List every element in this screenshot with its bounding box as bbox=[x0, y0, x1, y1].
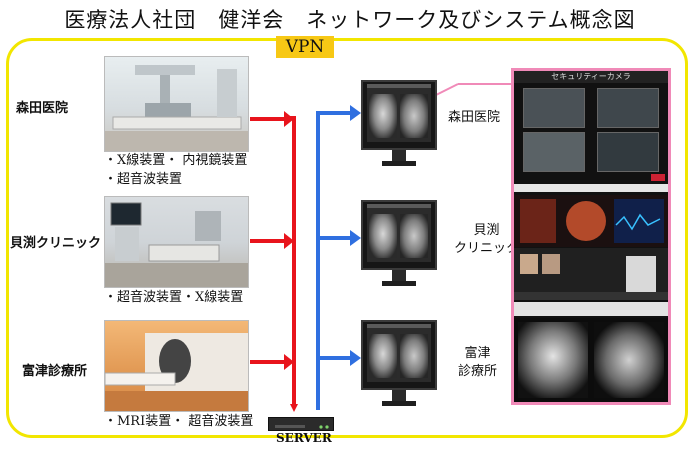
right-site-morita: 森田医院 bbox=[448, 110, 501, 125]
endoscope-views bbox=[520, 199, 664, 243]
monitor-kaibuchi bbox=[361, 200, 437, 270]
equipment-morita-2: ・超音波装置 bbox=[104, 172, 183, 187]
xray-equipment-illustration bbox=[105, 65, 248, 151]
server-label: SERVER bbox=[276, 431, 332, 445]
arrowhead-blue-1 bbox=[350, 105, 361, 121]
blue-arrows-distribution bbox=[316, 111, 352, 410]
monitor-stand bbox=[392, 390, 406, 402]
monitor-base bbox=[382, 161, 416, 166]
xray-viewer bbox=[514, 318, 668, 402]
site-name-morita: 森田医院 bbox=[16, 101, 69, 116]
site-name-kaibuchi: 貝渕クリニック bbox=[10, 236, 102, 251]
equipment-kaibuchi: ・超音波装置・X線装置 bbox=[104, 290, 244, 305]
arrowhead-red-2 bbox=[284, 233, 294, 249]
monitor-stand bbox=[392, 150, 406, 162]
security-camera-title: セキュリティーカメラ bbox=[514, 71, 668, 83]
monitor-base bbox=[382, 281, 416, 286]
monitor-stand bbox=[392, 270, 406, 282]
viewer-toolbar bbox=[514, 302, 668, 316]
equipment-futtsu: ・MRI装置・ 超音波装置 bbox=[104, 414, 254, 429]
arrowhead-red-3 bbox=[284, 354, 294, 370]
mri-equipment-illustration bbox=[105, 333, 248, 411]
arrowhead-red-1 bbox=[284, 111, 294, 127]
photo-mri-room bbox=[104, 320, 249, 412]
photo-ultrasound-room bbox=[104, 196, 249, 288]
camera-view-4 bbox=[597, 132, 659, 172]
photo-xray-room bbox=[104, 56, 249, 152]
vpn-boundary bbox=[6, 38, 688, 438]
diagram-title: 医療法人社団 健洋会 ネットワーク及びシステム概念図 bbox=[64, 8, 636, 32]
slider-bar bbox=[514, 184, 668, 192]
monitor-base bbox=[382, 401, 416, 406]
ultrasound-equipment-illustration bbox=[105, 202, 248, 287]
close-button-icon bbox=[651, 174, 665, 181]
endoscope-panel bbox=[514, 195, 668, 247]
camera-view-3 bbox=[523, 132, 585, 172]
server-box bbox=[268, 417, 334, 431]
camera-view-2 bbox=[597, 88, 659, 128]
arrowhead-blue-3 bbox=[350, 350, 361, 366]
monitor-futtsu bbox=[361, 320, 437, 390]
site-name-futtsu: 富津診療所 bbox=[22, 364, 88, 379]
vpn-label: VPN bbox=[276, 36, 334, 58]
right-site-futtsu: 富津 診療所 bbox=[458, 346, 498, 379]
server-leds bbox=[275, 425, 329, 429]
arrowhead-blue-2 bbox=[350, 230, 361, 246]
camera-view-1 bbox=[523, 88, 585, 128]
right-site-kaibuchi: 貝渕 クリニック bbox=[454, 223, 520, 256]
equipment-morita-1: ・X線装置・ 内視鏡装置 bbox=[104, 153, 248, 168]
video-call-views bbox=[514, 254, 668, 300]
monitor-morita bbox=[361, 80, 437, 150]
video-call-panel bbox=[514, 248, 668, 300]
xray-images bbox=[518, 322, 664, 398]
red-arrows-upload bbox=[250, 116, 298, 412]
